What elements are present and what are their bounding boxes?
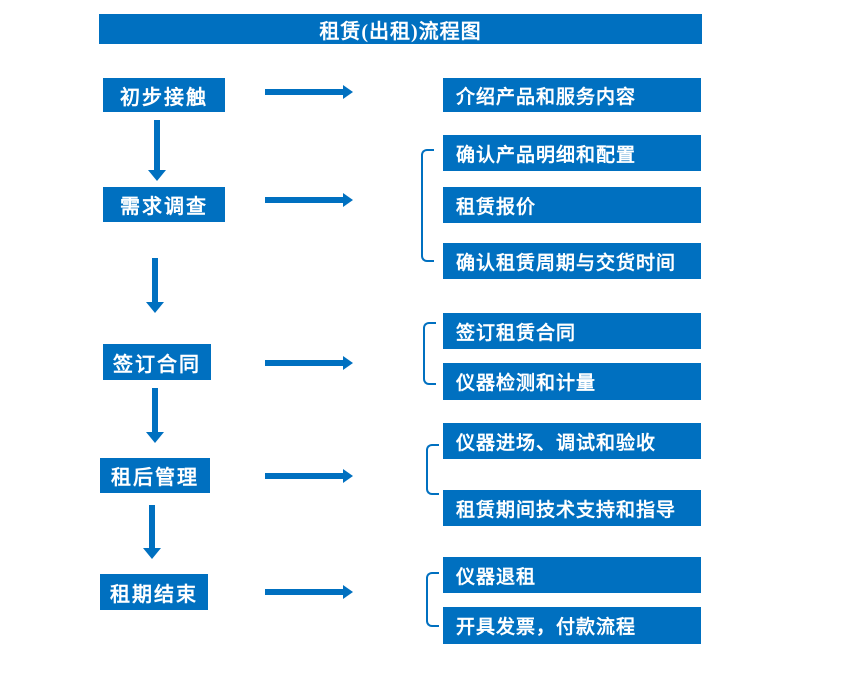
bracket-group-demand-survey [421,149,434,262]
arrow-right-icon-row3 [265,360,343,366]
step-box-rental-period-end: 租期结束 [100,574,208,610]
detail-box-confirm-period-delivery: 确认租赁周期与交货时间 [443,243,701,279]
detail-box-confirm-product-config: 确认产品明细和配置 [443,135,701,171]
arrow-down-icon-3 [152,388,158,432]
arrow-down-icon-1 [154,120,160,170]
arrow-right-icon-row4 [265,473,343,479]
detail-box-tech-support: 租赁期间技术支持和指导 [443,490,701,526]
arrow-right-icon-row5 [265,589,343,595]
detail-box-instrument-testing: 仪器检测和计量 [443,363,701,400]
bracket-group-rental-end [426,572,439,627]
page-title: 租赁(出租)流程图 [99,14,702,44]
arrow-down-icon-4 [149,505,155,548]
bracket-group-post-rental [426,444,439,495]
detail-box-instrument-setup-acceptance: 仪器进场、调试和验收 [443,423,701,459]
step-box-sign-contract: 签订合同 [103,344,211,380]
detail-box-introduce-products: 介绍产品和服务内容 [443,78,701,112]
detail-box-rental-quote: 租赁报价 [443,187,701,223]
detail-box-invoice-payment: 开具发票，付款流程 [443,607,701,644]
step-box-post-rental-management: 租后管理 [100,458,210,493]
detail-box-instrument-return: 仪器退租 [443,557,701,593]
detail-box-sign-rental-contract: 签订租赁合同 [443,313,701,349]
arrow-right-icon-row1 [265,89,343,95]
step-box-initial-contact: 初步接触 [103,78,225,112]
arrow-down-icon-2 [152,258,158,302]
step-box-demand-survey: 需求调查 [103,187,225,222]
bracket-group-sign-contract [423,322,436,385]
arrow-right-icon-row2 [265,197,343,203]
